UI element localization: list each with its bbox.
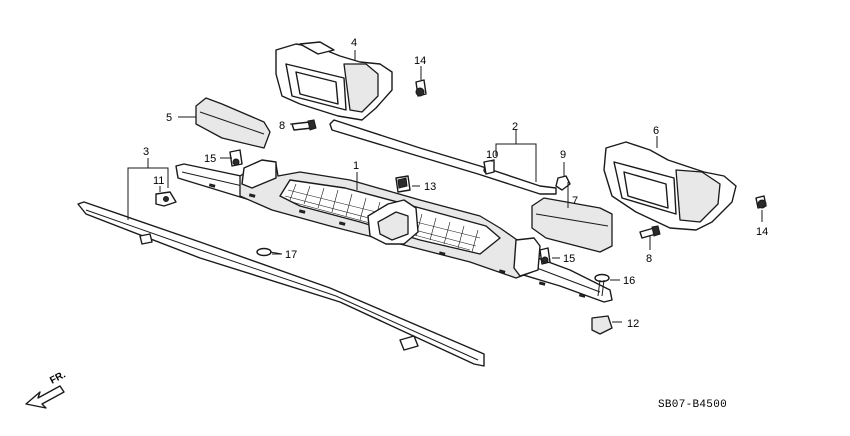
left-molding (195, 97, 271, 149)
right-headlight-bracket (603, 141, 737, 231)
callout-15-right: 15 (563, 253, 575, 265)
bolt-14-left (415, 79, 427, 97)
diagram-code: SB07-B4500 (658, 399, 727, 411)
clip-15-right (539, 247, 551, 265)
bolt-8-right (639, 225, 661, 239)
callout-8-left: 8 (279, 120, 285, 132)
callout-14-left: 14 (414, 55, 426, 67)
nut-13 (395, 175, 411, 193)
front-direction-arrow: FR. (25, 369, 68, 409)
callout-6: 6 (653, 125, 659, 137)
leader-lines (127, 50, 763, 323)
grille-rod (329, 119, 557, 195)
clip-15-left (229, 149, 243, 167)
callout-5: 5 (166, 112, 172, 124)
callout-7: 7 (572, 195, 578, 207)
grille-assembly (175, 159, 613, 303)
right-molding (531, 197, 613, 253)
callout-16: 16 (623, 275, 635, 287)
nut-12 (591, 315, 613, 335)
callout-4: 4 (351, 37, 357, 49)
screw-16 (594, 273, 610, 297)
screw-17 (256, 247, 283, 257)
callout-2: 2 (512, 121, 518, 133)
clip-9 (555, 175, 571, 191)
callout-17: 17 (285, 249, 297, 261)
callouts: 1 2 3 4 5 6 7 8 8 9 10 11 12 13 14 14 15… (143, 37, 768, 330)
callout-8-right: 8 (646, 253, 652, 265)
callout-1: 1 (353, 160, 359, 172)
callout-11: 11 (153, 175, 164, 187)
left-headlight-bracket (275, 41, 393, 121)
callout-12: 12 (627, 318, 639, 330)
callout-9: 9 (560, 149, 566, 161)
clip-11 (155, 191, 177, 207)
bolt-14-right (755, 195, 767, 209)
callout-13: 13 (424, 181, 436, 193)
callout-14-right: 14 (756, 226, 768, 238)
clip-10 (483, 159, 495, 175)
callout-10: 10 (486, 149, 498, 161)
front-direction-label: FR. (48, 369, 68, 386)
callout-3: 3 (143, 146, 149, 158)
callout-15-left: 15 (204, 153, 216, 165)
front-molding-strip (77, 201, 485, 367)
bolt-8-left (291, 119, 317, 131)
